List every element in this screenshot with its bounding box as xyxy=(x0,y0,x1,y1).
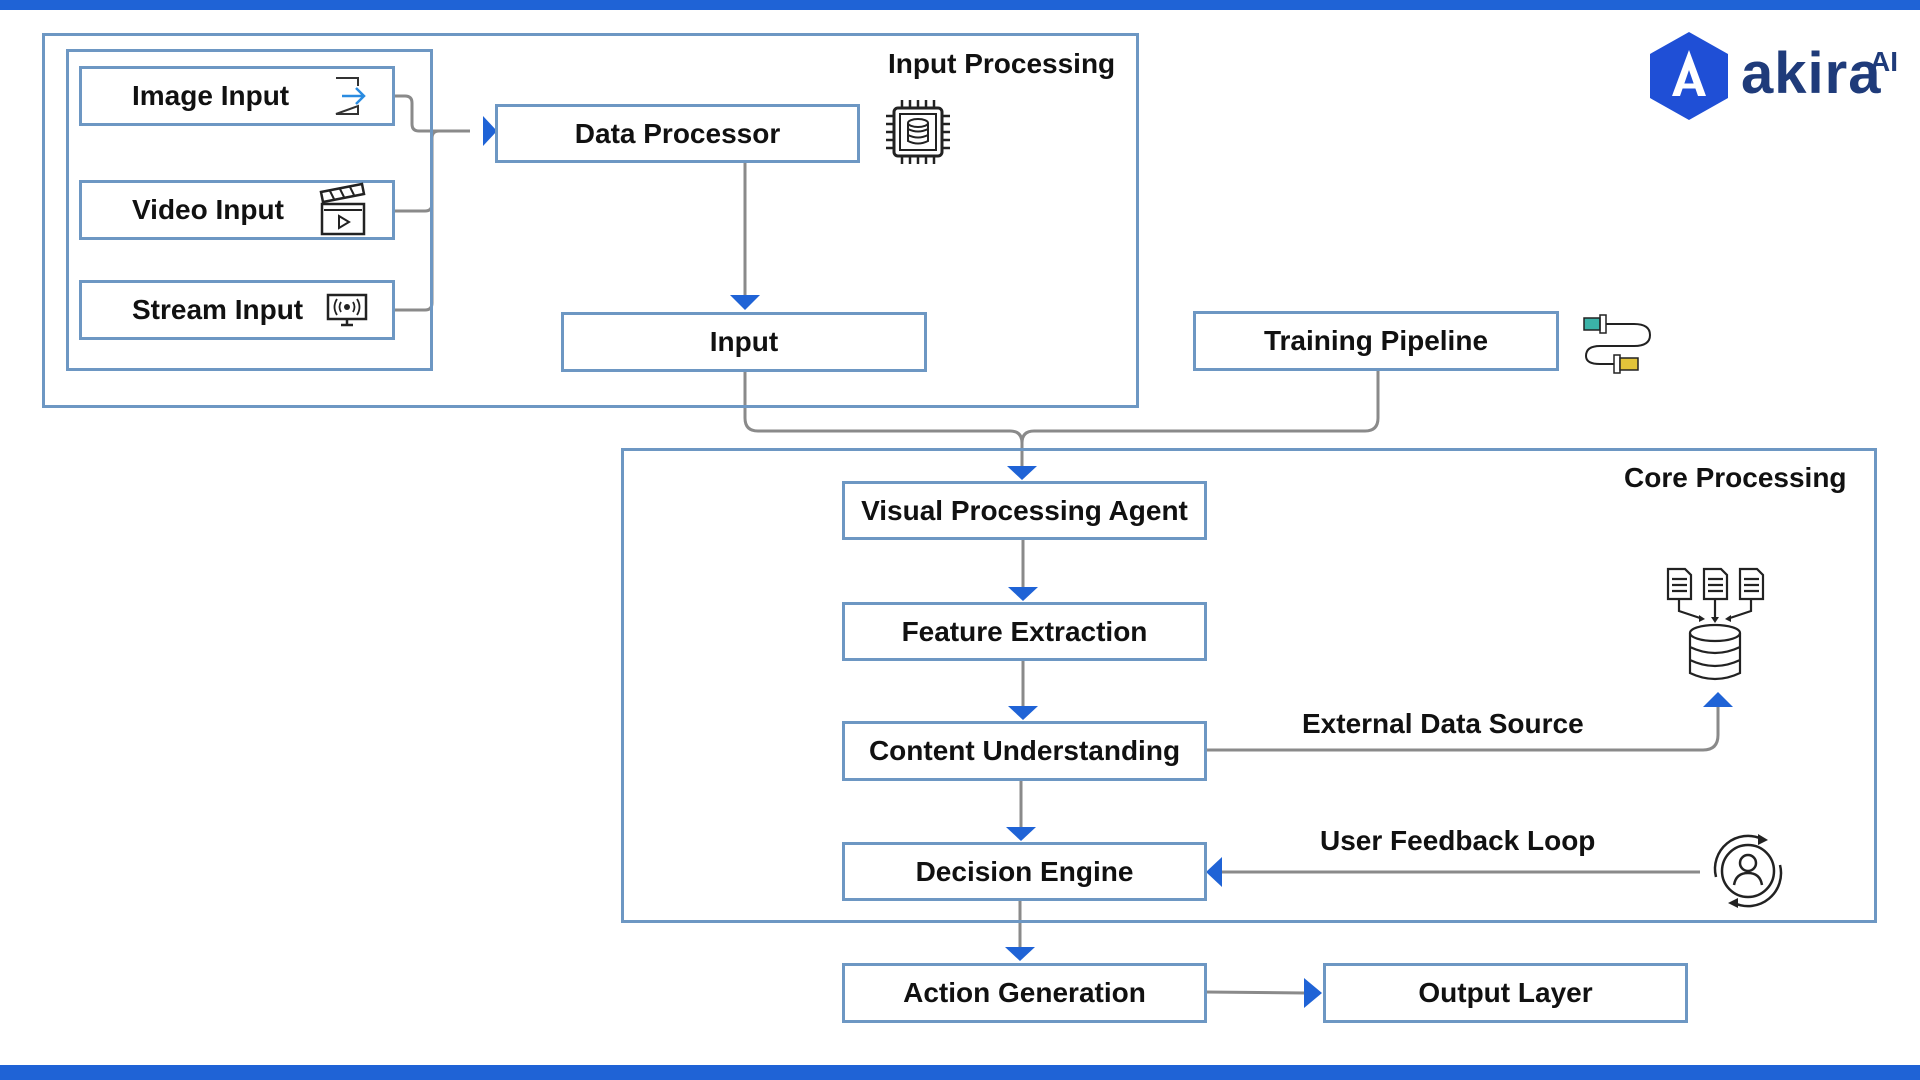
arrowhead-feature xyxy=(1008,587,1038,601)
feature-extraction-node[interactable]: Feature Extraction xyxy=(842,602,1207,661)
user-cycle-icon xyxy=(1713,834,1783,908)
arrowhead-feedback xyxy=(1206,857,1222,887)
core-processing-title: Core Processing xyxy=(1624,462,1847,493)
data-processor-label: Data Processor xyxy=(574,117,781,149)
connector-image-input xyxy=(393,94,470,133)
stream-input-node[interactable]: Stream Input xyxy=(79,280,395,340)
arrowhead-content xyxy=(1008,706,1038,720)
visual-processing-agent-label: Visual Processing Agent xyxy=(861,494,1188,526)
input-processing-group xyxy=(42,33,1139,408)
output-layer-label: Output Layer xyxy=(1418,977,1593,1008)
feature-extraction-label: Feature Extraction xyxy=(901,615,1148,647)
image-input-label: Image Input xyxy=(132,80,290,111)
image-input-node[interactable]: Image Input xyxy=(79,66,395,126)
decision-engine-node[interactable]: Decision Engine xyxy=(842,842,1207,901)
user-feedback-loop-label: User Feedback Loop xyxy=(1320,825,1596,856)
training-pipeline-label: Training Pipeline xyxy=(1263,325,1489,356)
arrowhead-input xyxy=(730,295,760,310)
documents-database-icon xyxy=(1666,567,1765,681)
arrowhead-vpa xyxy=(1007,466,1037,480)
action-generation-label: Action Generation xyxy=(903,977,1146,1008)
connector-action-output xyxy=(1204,990,1306,995)
connector-content-external xyxy=(1205,705,1720,752)
sign-in-icon xyxy=(335,77,366,115)
brand-suffix: AI xyxy=(1870,46,1898,77)
action-generation-node[interactable]: Action Generation xyxy=(842,963,1207,1023)
core-processing-group xyxy=(621,448,1877,923)
arrowhead-data-processor xyxy=(483,116,497,146)
visual-processing-agent-node[interactable]: Visual Processing Agent xyxy=(842,481,1207,540)
data-processor-node[interactable]: Data Processor xyxy=(495,104,860,163)
arrowhead-external xyxy=(1703,692,1733,707)
brand-name: akira xyxy=(1741,41,1882,106)
video-input-label: Video Input xyxy=(132,194,284,225)
akira-ai-logo: akira AI xyxy=(1646,30,1906,125)
clapperboard-icon xyxy=(319,182,366,236)
content-understanding-label: Content Understanding xyxy=(868,735,1181,766)
input-node[interactable]: Input xyxy=(561,312,927,372)
input-processing-title: Input Processing xyxy=(888,48,1116,79)
output-layer-node[interactable]: Output Layer xyxy=(1323,963,1688,1023)
cpu-database-icon xyxy=(886,100,950,164)
bottom-accent-bar xyxy=(0,1065,1920,1080)
external-data-source-label: External Data Source xyxy=(1302,708,1584,739)
input-sources-group xyxy=(66,49,433,371)
training-pipeline-node[interactable]: Training Pipeline xyxy=(1193,311,1559,371)
arrowhead-action xyxy=(1005,947,1035,961)
video-input-node[interactable]: Video Input xyxy=(79,180,395,240)
input-label: Input xyxy=(709,326,779,357)
top-accent-bar xyxy=(0,0,1920,10)
content-understanding-node[interactable]: Content Understanding xyxy=(842,721,1207,781)
arrowhead-output xyxy=(1304,978,1322,1008)
pipeline-icon xyxy=(1583,314,1652,374)
broadcast-monitor-icon xyxy=(326,293,368,327)
connector-training-merge xyxy=(1020,370,1380,444)
arrowhead-decision xyxy=(1006,827,1036,841)
decision-engine-label: Decision Engine xyxy=(915,855,1134,887)
akira-logo-mark-icon xyxy=(1650,32,1728,120)
stream-input-label: Stream Input xyxy=(132,294,304,325)
